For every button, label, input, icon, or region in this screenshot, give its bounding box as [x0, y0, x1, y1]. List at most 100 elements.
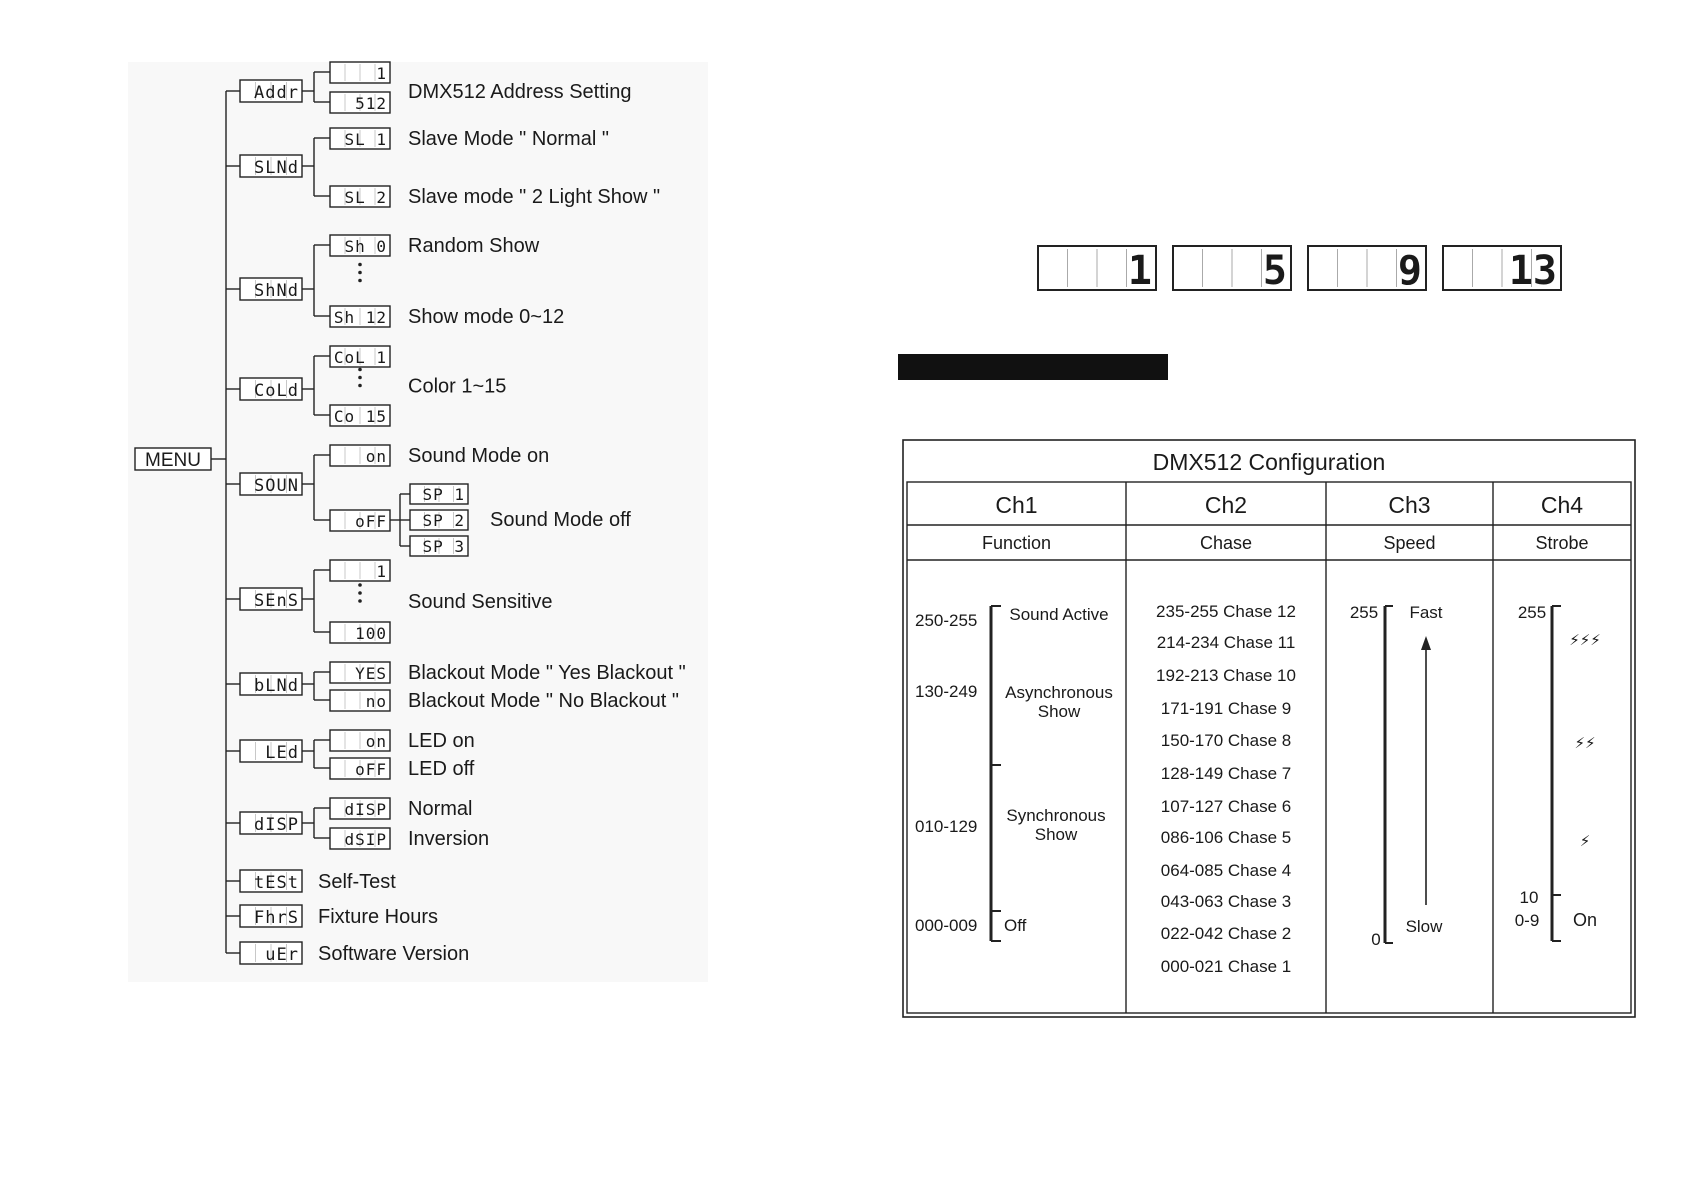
menu-option-disp-0: dISP	[329, 797, 391, 820]
config-subheader-ch2: Chase	[1200, 533, 1252, 553]
ellipsis-dot	[358, 262, 362, 267]
ch4-top-value: 255	[1518, 603, 1546, 622]
menu-option-soun-0: on	[329, 444, 391, 467]
menu-code-slnd: SLNd	[239, 154, 303, 178]
ch3-bottom-value: 0	[1371, 930, 1380, 949]
lcd-text: no	[366, 692, 387, 711]
menu-option-led-1: oFF	[329, 757, 391, 780]
ch3-top-value: 255	[1350, 603, 1378, 622]
menu-option-desc: Random Show	[408, 235, 540, 257]
ch1-function-label: Sound Active	[1009, 605, 1108, 624]
ellipsis-dot	[358, 270, 362, 275]
menu-code-test: tESt	[239, 869, 303, 893]
menu-option-desc: Sound Mode on	[408, 445, 549, 467]
lcd-text: dISP	[254, 815, 299, 835]
lcd-text: SL 2	[344, 188, 387, 207]
ch3-top-label: Fast	[1409, 603, 1442, 622]
menu-option-addr-1: 512	[329, 91, 391, 114]
menu-sub-option-2: SP 3	[409, 535, 469, 557]
menu-code-sens: SEnS	[239, 587, 303, 611]
ellipsis-dot	[358, 583, 362, 587]
lcd-text: CoL 1	[334, 348, 387, 367]
menu-desc-sens: Sound Sensitive	[408, 591, 553, 613]
menu-option-desc: Show mode 0~12	[408, 306, 564, 328]
address-display-1: 1	[1037, 245, 1157, 294]
ellipsis-dot	[358, 599, 362, 603]
menu-option-slnd-0: SL 1	[329, 127, 391, 150]
menu-option-disp-1: dSIP	[329, 827, 391, 850]
config-header-ch2: Ch2	[1205, 492, 1247, 518]
ch2-chase-item: 214-234 Chase 11	[1157, 633, 1296, 652]
lcd-text: dSIP	[344, 830, 387, 849]
lcd-text: SP 2	[422, 511, 465, 530]
lcd-text: 1	[376, 562, 387, 581]
ch2-chase-item: 000-021 Chase 1	[1161, 957, 1291, 976]
lcd-text: SP 3	[422, 537, 465, 556]
lcd-text: 100	[355, 624, 387, 643]
address-display-3: 9	[1307, 245, 1427, 294]
lcd-text: CoLd	[254, 381, 299, 401]
menu-option-slnd-1: SL 2	[329, 185, 391, 208]
menu-option-cold-0: CoL 1	[329, 345, 391, 368]
lcd-text: uEr	[265, 945, 299, 965]
lcd-text: SEnS	[254, 591, 299, 611]
config-header-ch1: Ch1	[995, 492, 1037, 518]
menu-option-blnd-0: YES	[329, 661, 391, 684]
ch4-mid-value: 10	[1520, 888, 1539, 907]
ch2-chase-item: 064-085 Chase 4	[1161, 861, 1291, 880]
ch2-chase-item: 128-149 Chase 7	[1161, 764, 1291, 783]
lcd-text: SOUN	[254, 476, 299, 496]
lcd-text: 512	[355, 94, 387, 113]
menu-option-desc: Slave Mode " Normal "	[408, 128, 609, 150]
config-subheader-ch4: Strobe	[1535, 533, 1588, 553]
lcd-text: YES	[355, 664, 387, 683]
lcd-text: Sh 0	[344, 237, 387, 256]
lcd-text: Co 15	[334, 407, 387, 426]
menu-code-blnd: bLNd	[239, 672, 303, 696]
address-display-value: 5	[1263, 248, 1287, 294]
lcd-text: on	[366, 732, 387, 751]
ch2-chase-item: 192-213 Chase 10	[1156, 666, 1296, 685]
redacted-heading-bar	[898, 354, 1168, 380]
address-display-4: 13	[1442, 245, 1562, 294]
menu-option-shnd-1: Sh 12	[329, 305, 391, 328]
config-subheader-ch3: Speed	[1383, 533, 1435, 553]
lcd-text: bLNd	[254, 676, 299, 696]
menu-option-desc: Blackout Mode " No Blackout "	[408, 690, 679, 712]
ellipsis-dot	[358, 278, 362, 283]
ch1-function-label: Off	[1004, 916, 1027, 935]
lcd-text: SLNd	[254, 158, 299, 178]
lcd-text: SL 1	[344, 130, 387, 149]
menu-option-shnd-0: Sh 0	[329, 234, 391, 257]
menu-code-cold: CoLd	[239, 377, 303, 401]
menu-option-cold-1: Co 15	[329, 404, 391, 427]
ch1-range-value: 010-129	[915, 817, 977, 836]
ch1-range-value: 000-009	[915, 916, 977, 935]
lcd-text: Sh 12	[334, 308, 387, 327]
lcd-text: oFF	[355, 512, 387, 531]
ch2-chase-item: 086-106 Chase 5	[1161, 828, 1291, 847]
address-display-value: 13	[1509, 248, 1557, 294]
lcd-text: on	[366, 447, 387, 466]
ellipsis-dot	[358, 591, 362, 595]
ellipsis-dot	[358, 375, 362, 380]
menu-code-disp: dISP	[239, 811, 303, 835]
menu-desc-addr: DMX512 Address Setting	[408, 81, 631, 103]
lcd-text: SP 1	[422, 485, 465, 504]
menu-desc-uer: Software Version	[318, 943, 469, 965]
lcd-text: oFF	[355, 760, 387, 779]
menu-option-desc: Normal	[408, 798, 472, 820]
ch1-range-value: 250-255	[915, 611, 977, 630]
config-title: DMX512 Configuration	[1153, 449, 1386, 475]
ch3-bottom-label: Slow	[1406, 917, 1444, 936]
address-display-2: 5	[1172, 245, 1292, 294]
ch4-low-value: 0-9	[1515, 911, 1540, 930]
lcd-text: FhrS	[254, 908, 299, 928]
menu-option-desc: Blackout Mode " Yes Blackout "	[408, 662, 686, 684]
lcd-text: tESt	[254, 873, 299, 893]
menu-option-sens-0: 1	[329, 559, 391, 582]
